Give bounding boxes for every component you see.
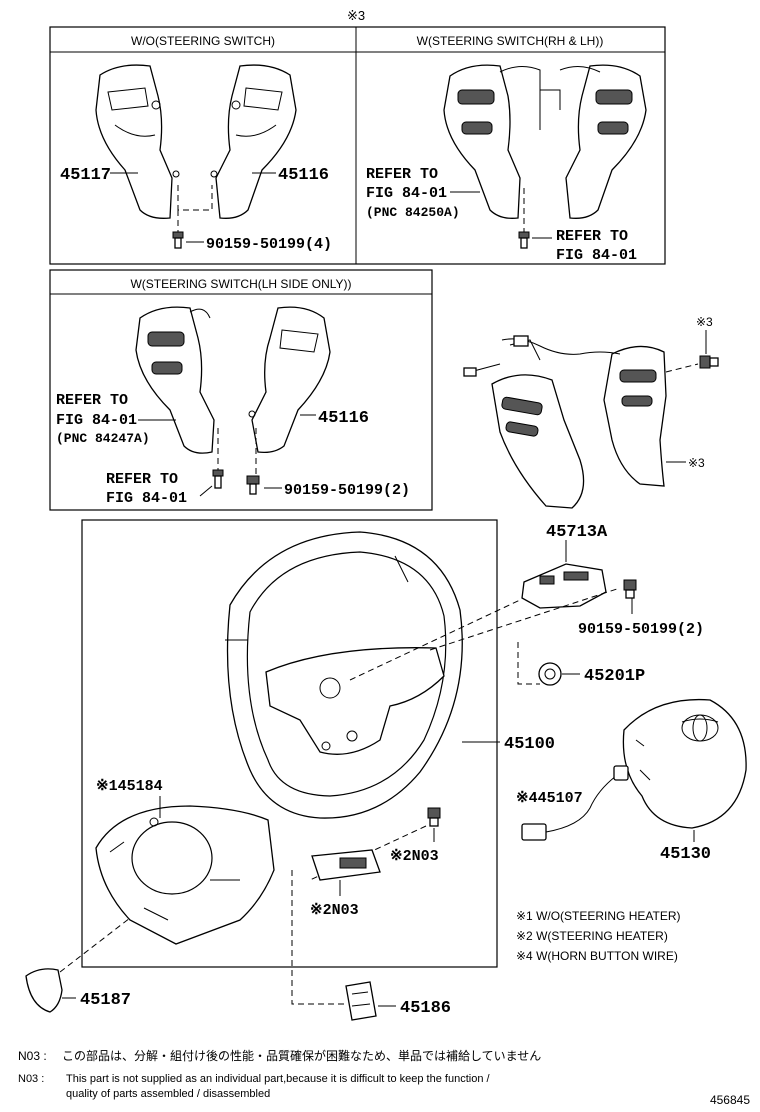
nut-45201p [538,662,562,686]
screw-icon [518,231,530,249]
switch-wire-harness [499,66,601,130]
assembly-marker-screw: ※3 [696,315,713,329]
part-45187-label: 45187 [80,991,131,1010]
screw-icon [172,231,184,249]
footnote-en-line1: This part is not supplied as an individu… [66,1073,490,1085]
footnote-en-line2: quality of parts assembled / disassemble… [66,1088,270,1100]
footnote-jp-text: この部品は、分解・組付け後の性能・品質確保が困難なため、単品では補給していません [62,1048,541,1063]
heater-module-n03 [311,849,381,881]
screw-icon [623,579,637,599]
refer-lh-line2: FIG 84-01 [56,412,137,429]
assembly-marker-cover: ※3 [688,456,705,470]
part-45116-lh-label: 45116 [318,409,369,428]
legend-item-1: ※1 W/O(STEERING HEATER) [516,909,681,923]
part-45201p-label: 45201P [584,667,645,686]
cover-right-45116 [210,64,297,219]
part-45116-label: 45116 [278,166,329,185]
legend-item-4: ※4 W(HORN BUTTON WIRE) [516,949,678,963]
switch-cover-right-rh-lh [565,64,647,219]
part-45100-label: 45100 [504,735,555,754]
screw-label-4: 90159-50199(4) [206,236,332,253]
screw-icon [212,469,224,489]
lower-cover-45184 [95,805,275,945]
refer-rh-lh-screw-line2: FIG 84-01 [556,247,637,264]
figure-number: 456845 [710,1093,750,1107]
refer-rh-lh-pnc: (PNC 84250A) [366,205,460,220]
part-45713a-label: 45713A [546,523,608,542]
horn-wire-45107 [521,765,629,841]
screw-icon [699,355,719,369]
part-45130-label: 45130 [660,845,711,864]
part-45117-label: 45117 [60,166,111,185]
panel-header-w-switch-rh-lh: W(STEERING SWITCH(RH & LH)) [417,34,604,48]
refer-rh-lh-screw-line1: REFER TO [556,228,628,245]
part-n03-screw-label: ※2N03 [390,848,439,865]
airbag-45130 [622,698,747,829]
top-panel-frame [49,26,666,265]
switch-assembly-view [463,335,667,509]
refer-rh-lh-line1: REFER TO [366,166,438,183]
footnote-en-prefix: N03 : [18,1073,44,1085]
part-45186-label: 45186 [400,999,451,1018]
steering-wheel-45100 [225,531,463,819]
legend-item-2: ※2 W(STEERING HEATER) [516,929,668,943]
leader-screws-wo [177,185,213,211]
panel-header-lh-only: W(STEERING SWITCH(LH SIDE ONLY)) [130,277,351,291]
refer-lh-screw-line1: REFER TO [106,471,178,488]
middle-panel-frame [49,269,433,511]
top-marker: ※3 [347,8,365,23]
panel-header-wo-switch: W/O(STEERING SWITCH) [131,34,275,48]
steering-wheel-frame [81,519,498,968]
screw-label-2-lh: 90159-50199(2) [284,482,410,499]
screw-icon [246,475,260,495]
footnote-jp-prefix: N03 : [18,1049,47,1063]
part-45107-label: ※445107 [516,790,583,807]
switch-bracket-45713a [521,563,607,609]
refer-rh-lh-line2: FIG 84-01 [366,185,447,202]
part-n03-module-label: ※2N03 [310,902,359,919]
screw-label-2-bracket: 90159-50199(2) [578,621,704,638]
cover-left-45117 [95,64,180,219]
refer-lh-screw-line2: FIG 84-01 [106,490,187,507]
cap-45187 [25,968,63,1013]
screw-icon [427,807,441,827]
refer-lh-pnc: (PNC 84247A) [56,431,150,446]
refer-lh-line1: REFER TO [56,392,128,409]
cover-right-45116-lh-only [248,306,331,454]
part-45184-label: ※145184 [96,778,163,795]
switch-cover-left-lh-only [135,306,215,454]
cap-45186 [345,981,377,1021]
switch-cover-left-rh-lh [443,64,521,219]
